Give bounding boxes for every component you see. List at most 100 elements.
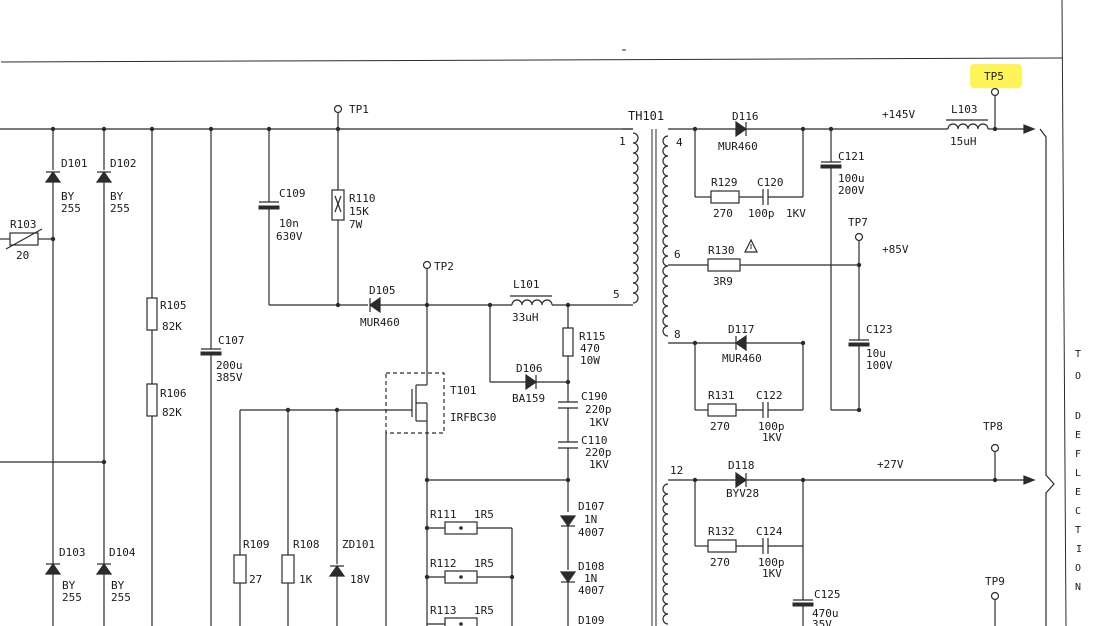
d117-type: MUR460	[722, 352, 762, 365]
pin-5: 5	[613, 288, 620, 301]
r109-value: 27	[249, 573, 262, 586]
c107-ref: C107	[218, 334, 245, 347]
d118-ref: D118	[728, 459, 755, 472]
side-letter-11: O	[1075, 563, 1081, 574]
d104-ref: D104	[109, 546, 136, 559]
d104-value: 255	[111, 591, 131, 604]
pin-4: 4	[676, 136, 683, 149]
side-letter-1: O	[1075, 371, 1081, 382]
zd101-value: 18V	[350, 573, 370, 586]
c110-value: 220p	[585, 446, 612, 459]
r109-ref: R109	[243, 538, 270, 551]
d108-value: 1N	[584, 572, 597, 585]
r105-ref: R105	[160, 299, 187, 312]
c121-ref: C121	[838, 150, 865, 163]
c122-ref: C122	[756, 389, 783, 402]
bridge-upper: D101 BY 255 D102 BY 255	[44, 129, 137, 626]
r103-thermistor: R103 20	[0, 218, 56, 262]
c124-ref: C124	[756, 525, 783, 538]
side-letter-8: C	[1075, 506, 1081, 517]
d107-ref: D107	[578, 500, 605, 513]
tp5-highlight	[970, 64, 1022, 88]
c121-voltage: 200V	[838, 184, 865, 197]
d108-value2: 4007	[578, 584, 605, 597]
c120-value: 100p	[748, 207, 775, 220]
d105-type: MUR460	[360, 316, 400, 329]
side-letter-6: L	[1075, 468, 1081, 479]
r110-power: 7W	[349, 218, 363, 231]
deflection-brace: T O D E F L E C T I O N	[1039, 128, 1082, 626]
transformer-primary: 1 5 TH101	[613, 109, 664, 626]
t101-type: IRFBC30	[450, 411, 496, 424]
r105-value: 82K	[162, 320, 182, 333]
c110-ref: C110	[581, 434, 608, 447]
r103-ref: R103	[10, 218, 37, 231]
c123-value: 10u	[866, 347, 886, 360]
t101-ref: T101	[450, 384, 477, 397]
side-letter-4: E	[1075, 430, 1081, 441]
branch-145v: D116 MUR460 R129 270 C120 100p 1KV C121 …	[668, 103, 1036, 411]
test-point-tp5: TP5	[970, 64, 1022, 129]
side-letter-7: E	[1075, 487, 1081, 498]
t101-mosfet: T101 IRFBC30	[240, 305, 496, 626]
secondary-windings: 4 6 8 12	[662, 135, 683, 625]
c109-value: 10n	[279, 217, 299, 230]
d104-type: BY	[111, 579, 125, 592]
c109-r110: C109 10n 630V R110 15K 7W	[258, 129, 376, 308]
r129-value: 270	[713, 207, 733, 220]
side-letter-3: D	[1075, 411, 1081, 422]
c107-value: 200u	[216, 359, 243, 372]
mid-left-wire	[0, 459, 107, 465]
branch-d117: D117 MUR460 R131 270 C122 100p 1KV	[668, 323, 806, 444]
branch-27v: D118 BYV28 R132 270 C124 100p 1KV C125 4…	[668, 420, 1036, 626]
d102-ref: D102	[110, 157, 137, 170]
c120-ref: C120	[757, 176, 784, 189]
r115-ref: R115	[579, 330, 606, 343]
d102-value: 255	[110, 202, 130, 215]
rail-85v: +85V	[882, 243, 909, 256]
side-letter-0: T	[1075, 349, 1081, 360]
d106-type: BA159	[512, 392, 545, 405]
r112-ref: R112	[430, 557, 457, 570]
tp7-label: TP7	[848, 216, 868, 229]
r108-ref: R108	[293, 538, 320, 551]
c110-voltage: 1KV	[589, 458, 609, 471]
r105-r106: R105 82K R106 82K	[146, 129, 187, 626]
side-letter-9: T	[1075, 525, 1081, 536]
c190-ref: C190	[581, 390, 608, 403]
page-frame	[0, 0, 1067, 626]
c190-value: 220p	[585, 403, 612, 416]
r130-value: 3R9	[713, 275, 733, 288]
d116-type: MUR460	[718, 140, 758, 153]
c107-capacitor: C107 200u 385V	[200, 129, 245, 626]
d102-type: BY	[110, 190, 124, 203]
r113-value: 1R5	[474, 604, 494, 617]
c123-ref: C123	[866, 323, 893, 336]
rail-145v: +145V	[882, 108, 915, 121]
r106-value: 82K	[162, 406, 182, 419]
r113-ref: R113	[430, 604, 457, 617]
test-point-tp1: TP1	[333, 103, 369, 129]
d103-ref: D103	[59, 546, 86, 559]
r129-ref: R129	[711, 176, 738, 189]
tp8-label: TP8	[983, 420, 1003, 433]
bridge-lower: D103 BY 255 D104 BY 255	[44, 546, 136, 604]
r132-ref: R132	[708, 525, 735, 538]
d108-ref: D108	[578, 560, 605, 573]
c190-voltage: 1KV	[589, 416, 609, 429]
l103-ref: L103	[951, 103, 978, 116]
transformer-name: TH101	[628, 109, 664, 123]
zd101-ref: ZD101	[342, 538, 375, 551]
l101-value: 33uH	[512, 311, 539, 324]
r132-value: 270	[710, 556, 730, 569]
l101-ref: L101	[513, 278, 540, 291]
d117-ref: D117	[728, 323, 755, 336]
l101-inductor: L101 33uH	[487, 278, 633, 324]
c125-voltage: 35V	[812, 618, 832, 626]
tp2-label: TP2	[434, 260, 454, 273]
d116-ref: D116	[732, 110, 759, 123]
pin-12: 12	[670, 464, 683, 477]
c123-voltage: 100V	[866, 359, 893, 372]
r131-ref: R131	[708, 389, 735, 402]
